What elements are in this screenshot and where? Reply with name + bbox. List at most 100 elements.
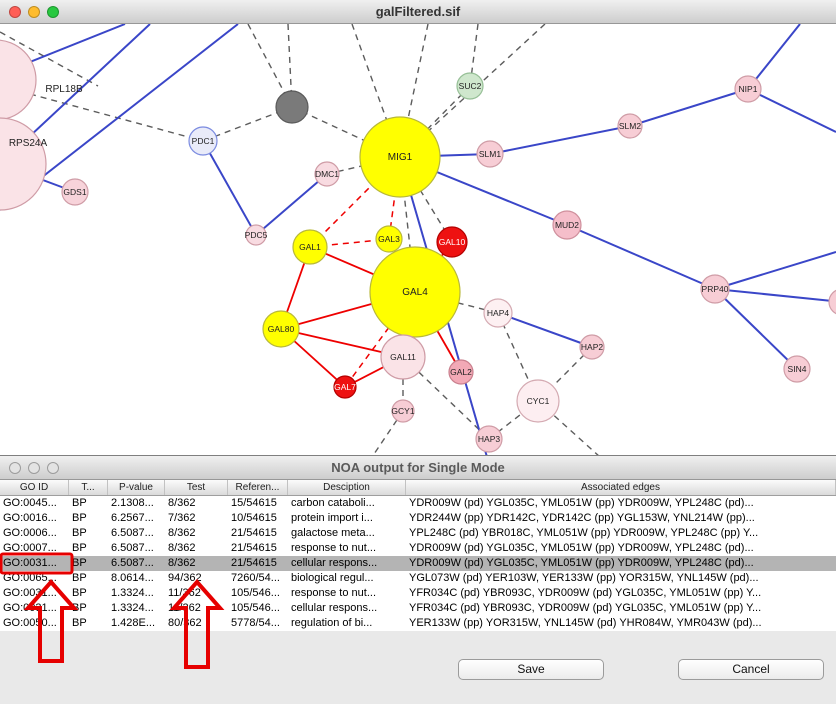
- edge-redd: [344, 291, 416, 388]
- node-gray1[interactable]: [275, 90, 309, 124]
- node-dmc1[interactable]: [314, 161, 340, 187]
- edge-pp: [714, 251, 836, 290]
- edge-pd: [0, 31, 99, 87]
- table-cell: 5778/54...: [231, 617, 280, 629]
- node-mig1[interactable]: [359, 116, 441, 198]
- table-cell: biological regul...: [291, 572, 374, 584]
- node-gds1[interactable]: [61, 178, 89, 206]
- zoom-button[interactable]: [47, 462, 59, 474]
- table-cell: YFR034C (pd) YBR093C, YDR009W (pd) YGL03…: [409, 602, 762, 614]
- edge-pp: [255, 173, 328, 236]
- node-hap4[interactable]: [483, 298, 513, 328]
- node-label: GAL3: [378, 234, 400, 244]
- column-header[interactable]: Associated edges: [406, 480, 836, 495]
- node-rps24a[interactable]: [0, 117, 47, 211]
- node-label: GAL4: [402, 287, 428, 298]
- traffic-lights-inactive: [9, 462, 59, 474]
- table-cell: BP: [72, 497, 87, 509]
- column-header[interactable]: GO ID: [0, 480, 69, 495]
- cancel-button[interactable]: Cancel: [678, 659, 824, 680]
- node-sin4[interactable]: [783, 355, 811, 383]
- close-button[interactable]: [9, 6, 21, 18]
- table-cell: BP: [72, 542, 87, 554]
- node-label: NIP1: [739, 84, 758, 94]
- node-prp40[interactable]: [700, 274, 730, 304]
- table-cell: YPL248C (pd) YBR018C, YML051W (pp) YDR00…: [409, 527, 759, 539]
- column-header[interactable]: P-value: [108, 480, 165, 495]
- zoom-button[interactable]: [47, 6, 59, 18]
- node-label: SIN4: [788, 364, 807, 374]
- node-edge_node[interactable]: [828, 289, 836, 315]
- table-cell: 80/362: [168, 617, 202, 629]
- table-cell: response to nut...: [291, 587, 376, 599]
- node-pdc5[interactable]: [245, 224, 267, 246]
- column-header[interactable]: T...: [69, 480, 108, 495]
- node-gal4[interactable]: [369, 246, 461, 338]
- node-cyc1[interactable]: [516, 379, 560, 423]
- column-header[interactable]: Test: [165, 480, 228, 495]
- close-button[interactable]: [9, 462, 21, 474]
- table-cell: 8/362: [168, 557, 196, 569]
- node-gcy1[interactable]: [391, 399, 415, 423]
- save-button[interactable]: Save: [458, 659, 604, 680]
- table-cell: 8/362: [168, 542, 196, 554]
- node-pdc1[interactable]: [188, 126, 218, 156]
- column-header[interactable]: Desciption: [288, 480, 406, 495]
- node-slm1[interactable]: [476, 140, 504, 168]
- table-cell: galactose meta...: [291, 527, 375, 539]
- node-label: MIG1: [388, 152, 413, 163]
- table-cell: 105/546...: [231, 602, 280, 614]
- node-label: SLM2: [619, 121, 641, 131]
- node-label: GAL2: [450, 367, 472, 377]
- node-slm2[interactable]: [617, 113, 643, 139]
- node-gal11[interactable]: [380, 334, 426, 380]
- node-label: CYC1: [527, 396, 550, 406]
- table-cell: YDR009W (pd) YGL035C, YML051W (pp) YDR00…: [409, 542, 754, 554]
- node-label: GAL1: [299, 242, 321, 252]
- node-rpl18b[interactable]: [0, 39, 37, 121]
- node-gal80[interactable]: [262, 310, 300, 348]
- table-cell: YDR244W (pp) YDR142C, YDR142C (pp) YGL15…: [409, 512, 755, 524]
- edge-pp: [747, 24, 801, 90]
- node-label: RPS24A: [9, 138, 48, 149]
- table-cell: BP: [72, 557, 87, 569]
- column-header[interactable]: Referen...: [228, 480, 288, 495]
- node-gal2[interactable]: [448, 359, 474, 385]
- node-hap2[interactable]: [579, 334, 605, 360]
- node-suc2[interactable]: [456, 72, 484, 100]
- node-label: GAL10: [439, 237, 466, 247]
- node-gal1[interactable]: [292, 229, 328, 265]
- node-gal3[interactable]: [375, 225, 403, 253]
- node-mud2[interactable]: [552, 210, 582, 240]
- table-cell: GO:0031...: [3, 587, 57, 599]
- table-cell: 21/54615: [231, 527, 277, 539]
- table-cell: GO:0031...: [3, 602, 57, 614]
- edge-pd: [351, 24, 401, 158]
- table-cell: 6.5087...: [111, 557, 154, 569]
- node-gal7[interactable]: [333, 375, 357, 399]
- node-label: HAP3: [478, 434, 500, 444]
- table-cell: GO:0016...: [3, 512, 57, 524]
- node-label: SUC2: [459, 81, 482, 91]
- table-cell: 6.5087...: [111, 527, 154, 539]
- node-nip1[interactable]: [734, 75, 762, 103]
- minimize-button[interactable]: [28, 462, 40, 474]
- edge-pd: [371, 410, 404, 456]
- table-cell: BP: [72, 602, 87, 614]
- node-hap3[interactable]: [475, 425, 503, 453]
- minimize-button[interactable]: [28, 6, 40, 18]
- node-gal10[interactable]: [436, 226, 468, 258]
- table-cell: GO:0050...: [3, 617, 57, 629]
- table-cell: BP: [72, 587, 87, 599]
- node-label: GCY1: [391, 406, 414, 416]
